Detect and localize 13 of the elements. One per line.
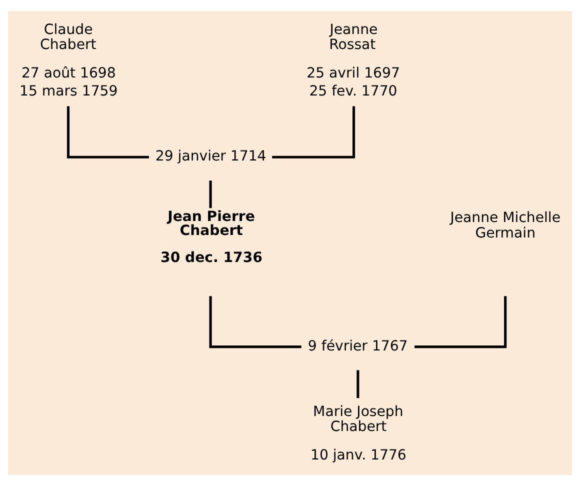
node-text: Claude Chabert 27 août 1698 15 mars 1759 [20,21,118,99]
connector [209,296,302,348]
connector [209,180,212,208]
connector [272,106,356,158]
connector [414,296,507,348]
node-text: Jean Pierre Chabert 30 dec. 1736 [160,208,262,266]
node-text: Marie Joseph Chabert 10 janv. 1776 [310,403,406,463]
node-text: 9 février 1767 [308,338,408,354]
node-text: Jeanne Michelle Germain [450,210,561,242]
node-text: 29 janvier 1714 [155,148,266,164]
connector [66,106,149,158]
node-text: Jeanne Rossat 25 avril 1697 25 fev. 1770 [306,21,400,99]
connector [356,370,360,398]
